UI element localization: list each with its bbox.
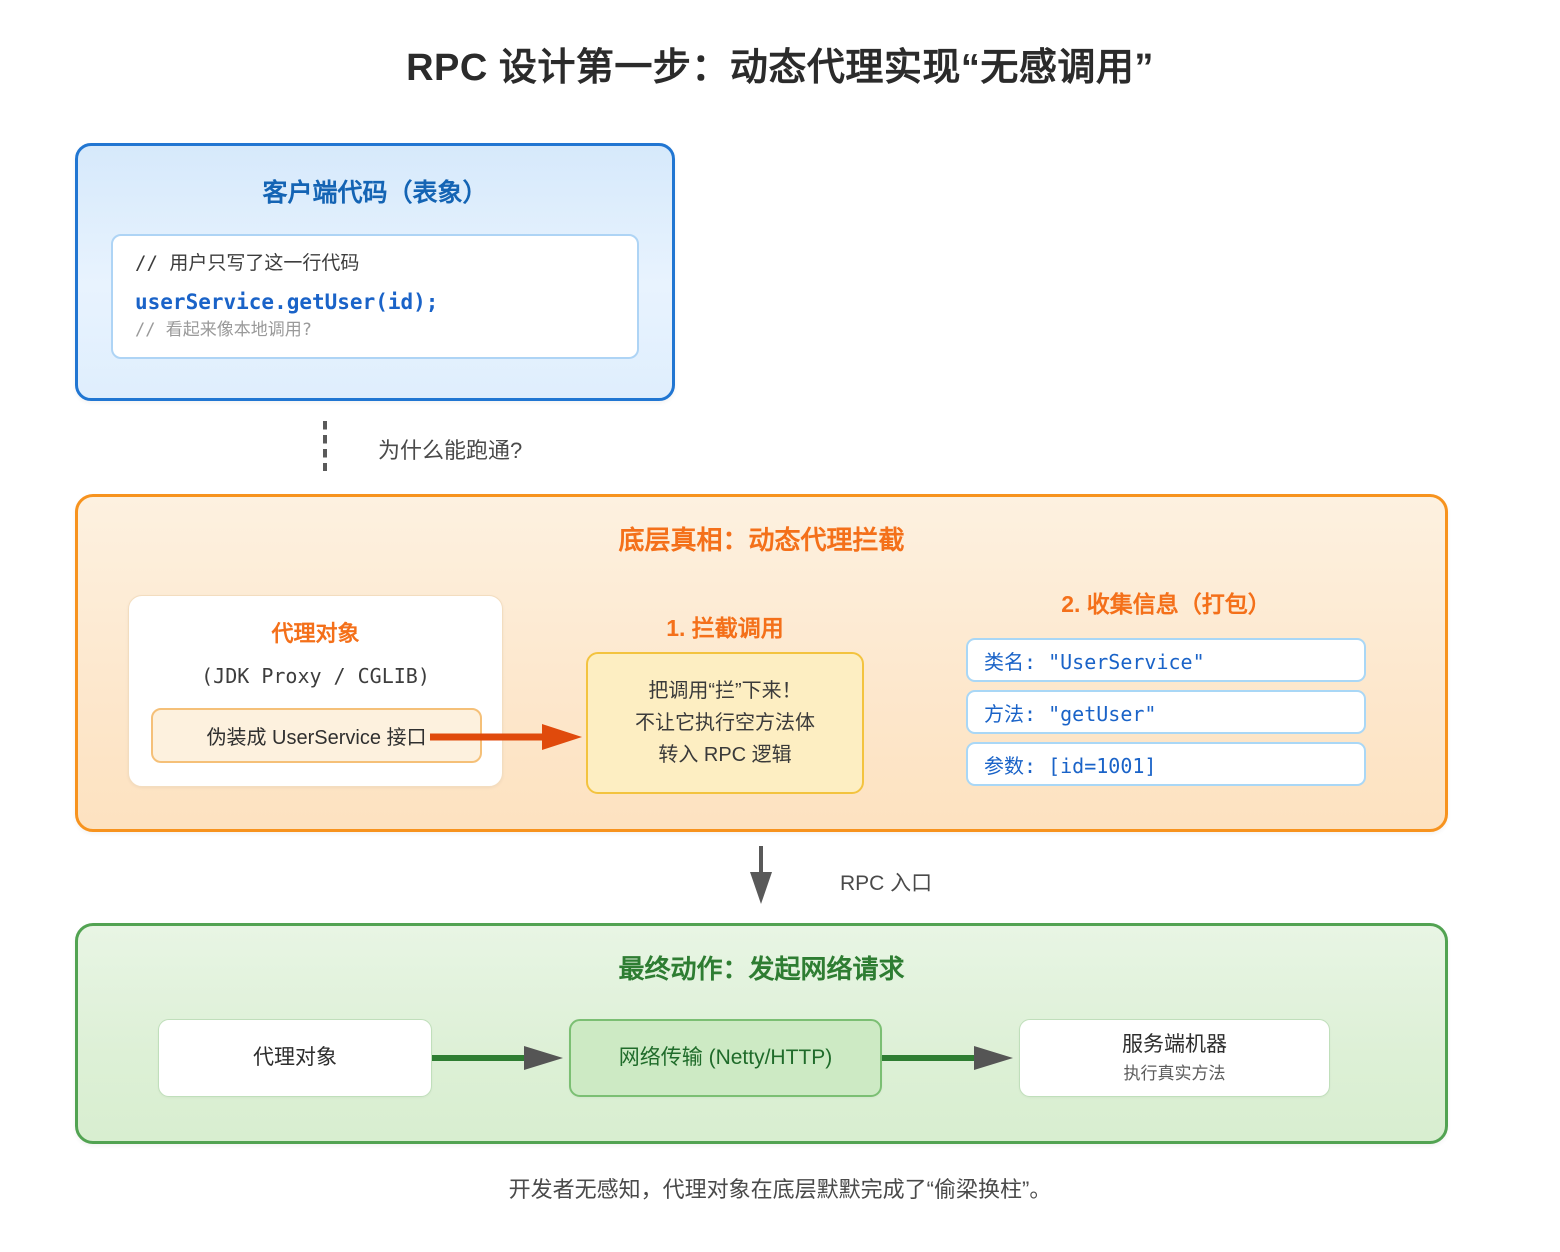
code-comment-bottom: // 看起来像本地调用? — [135, 319, 312, 340]
network-flow-row: 代理对象 网络传输 (Netty/HTTP) 服务端机器 执行真实方法 — [158, 1013, 1373, 1103]
flow-box-network-transport: 网络传输 (Netty/HTTP) — [569, 1019, 882, 1097]
info-row-parameters: 参数: [id=1001] — [966, 742, 1366, 786]
green-right-arrow-icon — [432, 1046, 563, 1070]
intercept-heading: 1. 拦截调用 — [666, 615, 784, 641]
connector-question-label: 为什么能跑通? — [378, 438, 523, 463]
footer-caption: 开发者无感知，代理对象在底层默默完成了“偷梁换柱”。 — [508, 1177, 1052, 1202]
client-panel-heading: 客户端代码（表象） — [262, 179, 488, 207]
flow-box-proxy-object: 代理对象 — [158, 1019, 432, 1097]
flow-box-server-machine: 服务端机器 执行真实方法 — [1019, 1019, 1330, 1097]
final-action-panel: 最终动作：发起网络请求 代理对象 网络传输 (Netty/HTTP) 服务端机器… — [75, 923, 1448, 1144]
proxy-interface-pill: 伪装成 UserService 接口 — [151, 708, 482, 763]
final-action-heading: 最终动作：发起网络请求 — [618, 954, 905, 984]
flow-box-sublabel: 执行真实方法 — [1123, 1064, 1226, 1084]
info-row-method-name: 方法: "getUser" — [966, 690, 1366, 734]
proxy-object-card: 代理对象 (JDK Proxy / CGLIB) 伪装成 UserService… — [128, 595, 503, 787]
orange-right-arrow-icon — [430, 724, 582, 750]
intercept-line: 把调用“拦”下来！ — [648, 679, 802, 702]
green-right-arrow-icon — [882, 1046, 1013, 1070]
flow-box-label: 网络传输 (Netty/HTTP) — [618, 1046, 833, 1070]
gray-down-arrow-icon — [750, 846, 772, 904]
collected-info-list: 类名: "UserService" 方法: "getUser" 参数: [id=… — [966, 638, 1366, 794]
page-title: RPC 设计第一步：动态代理实现“无感调用” — [406, 47, 1154, 89]
code-statement: userService.getUser(id); — [135, 289, 439, 314]
intercept-line: 不让它执行空方法体 — [635, 711, 815, 734]
intercept-detail-box: 把调用“拦”下来！ 不让它执行空方法体 转入 RPC 逻辑 — [586, 652, 864, 794]
flow-box-label: 服务端机器 — [1122, 1033, 1227, 1057]
intercept-line: 转入 RPC 逻辑 — [658, 743, 792, 766]
collect-info-heading: 2. 收集信息（打包） — [1061, 591, 1271, 617]
flow-box-label: 代理对象 — [253, 1046, 337, 1070]
rpc-entry-label: RPC 入口 — [840, 872, 933, 895]
code-snippet-box: // 用户只写了这一行代码 userService.getUser(id); /… — [111, 234, 639, 359]
proxy-object-heading: 代理对象 — [271, 621, 360, 646]
proxy-object-subtitle: (JDK Proxy / CGLIB) — [201, 664, 430, 688]
truth-panel-heading: 底层真相：动态代理拦截 — [618, 525, 905, 555]
dashed-vertical-line-icon — [323, 421, 327, 471]
client-code-panel: 客户端代码（表象） // 用户只写了这一行代码 userService.getU… — [75, 143, 675, 401]
info-row-class-name: 类名: "UserService" — [966, 638, 1366, 682]
code-comment-top: // 用户只写了这一行代码 — [135, 252, 360, 274]
